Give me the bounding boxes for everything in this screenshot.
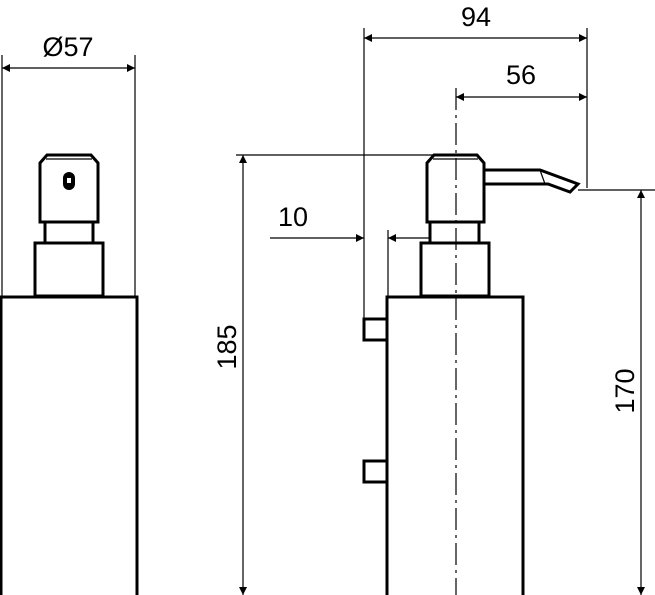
wall-bracket-top bbox=[362, 317, 389, 342]
pump-neck bbox=[43, 220, 95, 245]
slot-hole bbox=[67, 178, 71, 183]
gap-label: 10 bbox=[278, 202, 308, 232]
height-label: 185 bbox=[212, 324, 242, 369]
pump-cap bbox=[38, 153, 100, 224]
pump-neck bbox=[428, 220, 481, 245]
front-view: Ø57 bbox=[0, 32, 139, 595]
diameter-label: Ø57 bbox=[42, 32, 93, 62]
side-view: 94 56 10 185 170 bbox=[212, 2, 655, 595]
pump-cap bbox=[425, 153, 486, 224]
pump-collar bbox=[33, 241, 105, 298]
pump-collar bbox=[419, 241, 491, 298]
spout bbox=[484, 168, 581, 194]
wall-bracket-bottom bbox=[362, 459, 389, 484]
depth-label: 94 bbox=[461, 2, 491, 32]
spout-height-label: 170 bbox=[610, 368, 640, 413]
spout-reach-label: 56 bbox=[506, 60, 536, 90]
spout-bend bbox=[539, 169, 546, 185]
container-body bbox=[385, 295, 525, 595]
container-body bbox=[0, 295, 139, 595]
